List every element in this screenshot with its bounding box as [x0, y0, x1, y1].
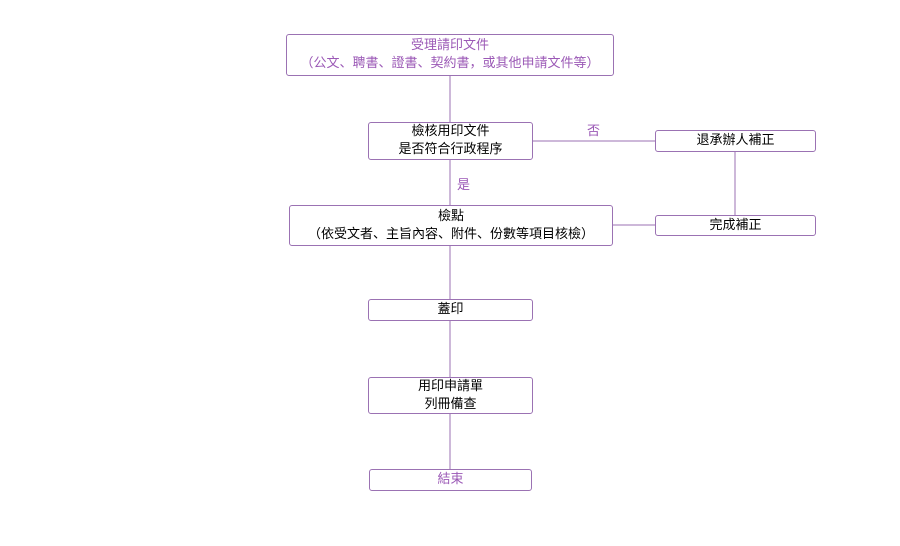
node-fix: 完成補正	[655, 215, 816, 236]
node-return: 退承辦人補正	[655, 130, 816, 152]
node-stamp: 蓋印	[368, 299, 533, 321]
node-fix-line1: 完成補正	[709, 217, 762, 233]
node-check-line1: 檢核用印文件	[411, 124, 490, 139]
node-inspect-line1: 檢點	[437, 208, 464, 224]
node-start-line1: 受理請印文件	[410, 38, 489, 53]
node-stamp-line1: 蓋印	[437, 302, 464, 317]
node-start-line2: （公文、聘書、證書、契約書，或其他申請文件等）	[300, 56, 600, 71]
node-end-line1: 結束	[437, 472, 464, 487]
node-register-line1: 用印申請單	[417, 378, 483, 394]
node-check: 檢核用印文件 是否符合行政程序	[368, 122, 533, 160]
node-register-line2: 列冊備查	[424, 396, 477, 412]
node-check-line2: 是否符合行政程序	[398, 142, 503, 157]
node-inspect-line2: （依受文者、主旨內容、附件、份數等項目核檢）	[307, 226, 594, 242]
node-start: 受理請印文件 （公文、聘書、證書、契約書，或其他申請文件等）	[286, 34, 614, 76]
edge-label-no: 否	[587, 124, 601, 139]
node-end: 結束	[369, 469, 532, 491]
edge-label-yes: 是	[457, 178, 471, 193]
node-return-line1: 退承辦人補正	[696, 133, 775, 148]
node-register: 用印申請單 列冊備查	[368, 377, 533, 414]
node-inspect: 檢點 （依受文者、主旨內容、附件、份數等項目核檢）	[289, 205, 613, 246]
